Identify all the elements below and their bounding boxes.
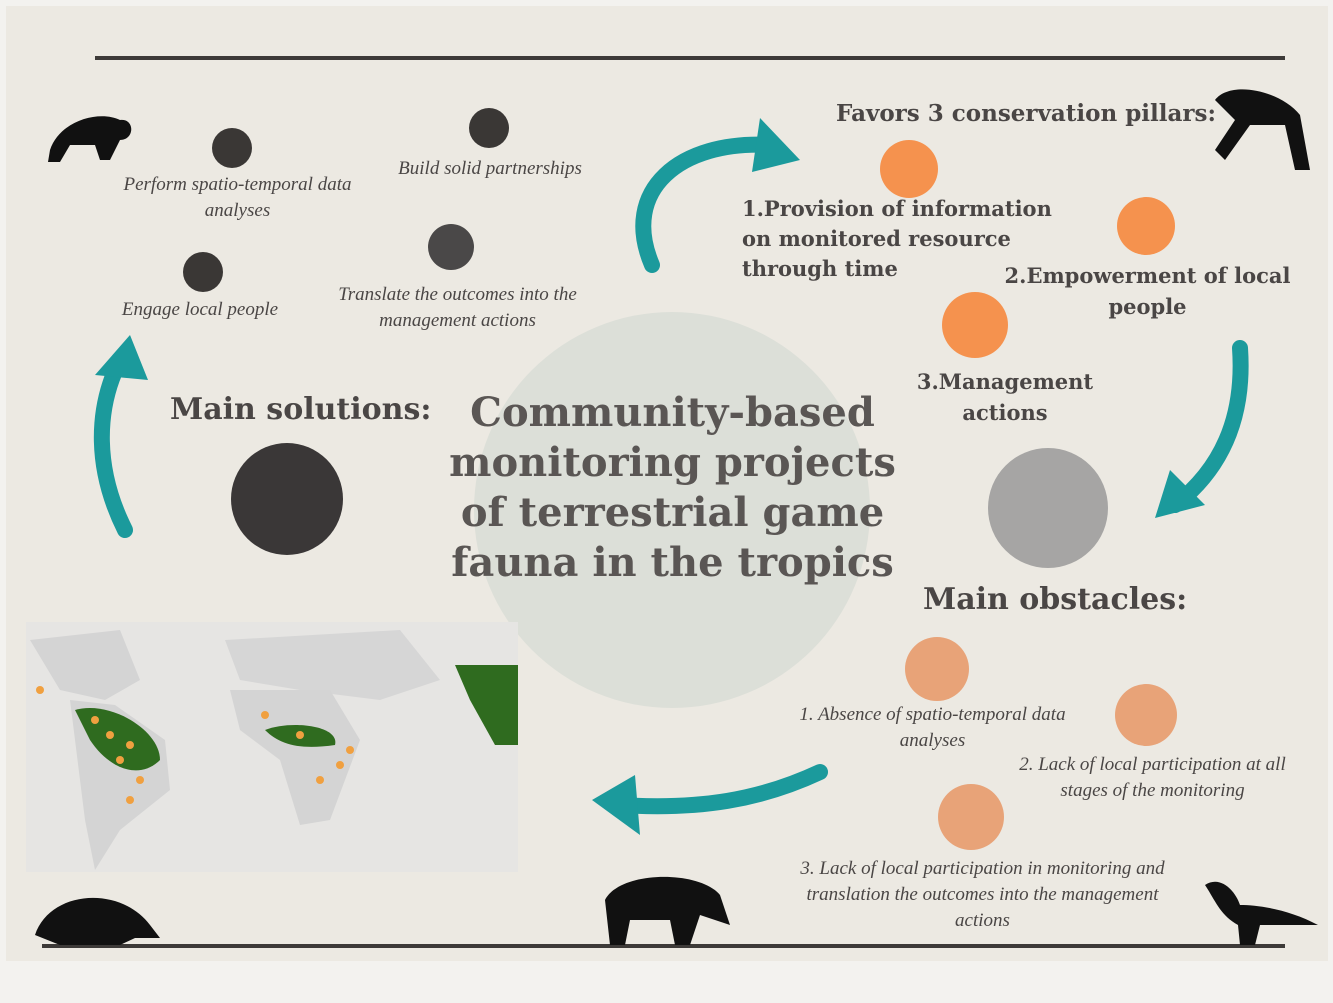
center-circle [474,312,870,708]
arrow-right-head [1155,470,1205,518]
arrow-bottom-head [592,775,640,835]
solution-dot-3 [183,252,223,292]
monkey-icon [48,116,132,162]
arrow-top-head [752,118,800,172]
solutions-heading: Main solutions: [170,392,432,427]
pillar-dot-1 [880,140,938,198]
pillar-2: 2.Empowerment of local people [1004,263,1291,319]
obstacle-1: 1. Absence of spatio-temporal data analy… [799,704,1066,751]
pillar-3: 3.Management actions [916,369,1094,425]
obstacles-big-dot [988,448,1108,568]
obstacle-3: 3. Lack of local participation in monito… [800,858,1165,931]
tapir-icon [605,876,730,945]
pillar-dot-2 [1117,197,1175,255]
pillar-1: 1.Provision of information on monitored … [742,196,1052,281]
armadillo-icon [35,897,160,945]
main-title: Community-based monitoring projects of t… [449,389,896,586]
solution-dot-1 [212,128,252,168]
bird-icon [1205,881,1318,945]
arrow-bottom [612,764,828,815]
arrow-left [93,352,133,538]
pillars-heading: Favors 3 conservation pillars: [836,100,1216,127]
solution-dot-2 [469,108,509,148]
solution-dot-4 [428,224,474,270]
solution-1: Perform spatio-temporal data analyses [123,174,352,221]
solution-4: Translate the outcomes into the manageme… [338,284,577,331]
arrow-left-head [95,335,148,380]
obstacle-dot-1 [905,637,969,701]
obstacle-2: 2. Lack of local participation at all st… [1019,754,1286,801]
pillar-dot-3 [942,292,1008,358]
solution-2: Build solid partnerships [398,158,582,179]
obstacle-dot-3 [938,784,1004,850]
solution-3: Engage local people [121,299,279,320]
solutions-big-dot [231,443,343,555]
arrow-right [1167,340,1249,513]
world-map [26,622,518,872]
arrow-top [635,136,778,273]
obstacles-heading: Main obstacles: [923,582,1188,617]
obstacle-dot-2 [1115,684,1177,746]
gazelle-icon [1215,89,1310,170]
